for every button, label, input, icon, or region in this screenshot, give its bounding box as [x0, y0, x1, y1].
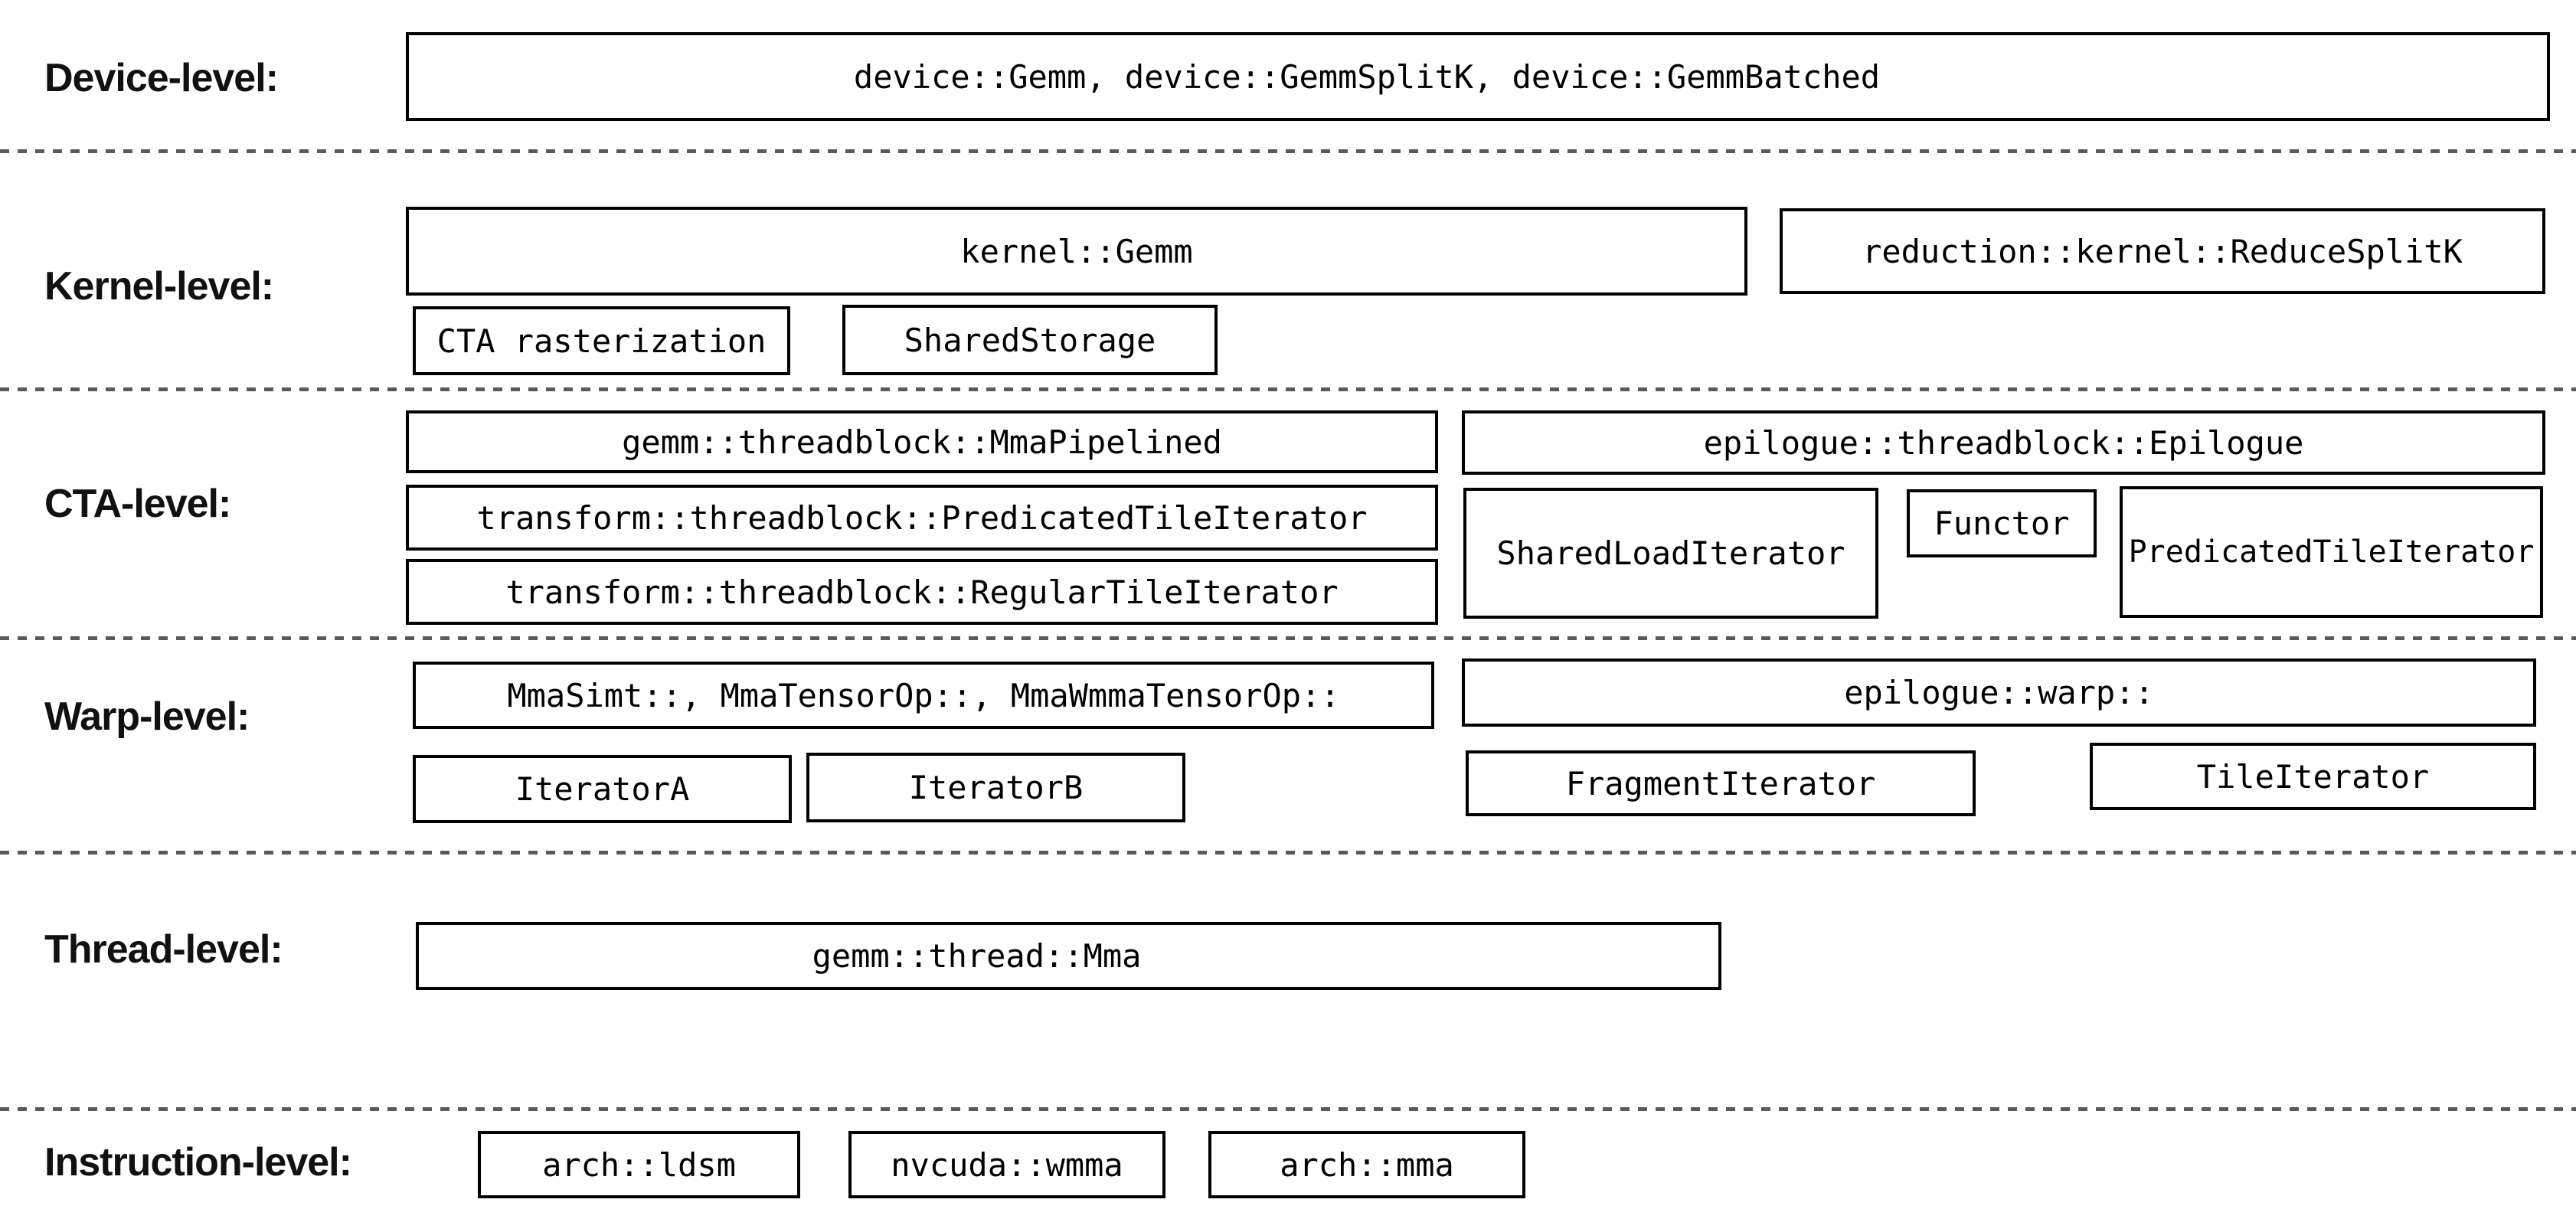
row-separator-device-kernel [0, 149, 2576, 153]
box-shared-load-iterator: SharedLoadIterator [1463, 488, 1878, 619]
row-separator-kernel-cta [0, 387, 2576, 391]
box-arch-mma: arch::mma [1208, 1131, 1525, 1198]
box-tile-iterator: TileIterator [2090, 743, 2536, 810]
row-label-thread-level: Thread-level: [44, 927, 283, 972]
row-label-cta-level: CTA-level: [44, 482, 231, 526]
box-device-gemm: device::Gemm, device::GemmSplitK, device… [406, 32, 2550, 121]
row-separator-thread-instruction [0, 1107, 2576, 1111]
box-gemm-thread-mma: gemm::thread::Mma [416, 922, 1721, 990]
row-separator-warp-thread [0, 851, 2576, 855]
box-arch-ldsm: arch::ldsm [478, 1131, 800, 1198]
box-fragment-iterator: FragmentIterator [1466, 750, 1976, 816]
box-epilogue-threadblock-epilogue: epilogue::threadblock::Epilogue [1462, 410, 2545, 475]
row-label-warp-level: Warp-level: [44, 694, 250, 739]
box-nvcuda-wmma: nvcuda::wmma [848, 1131, 1165, 1198]
box-kernel-gemm: kernel::Gemm [406, 207, 1747, 296]
box-functor: Functor [1907, 489, 2097, 557]
row-label-instruction-level: Instruction-level: [44, 1140, 352, 1185]
box-reduction-kernel-reduce-splitk: reduction::kernel::ReduceSplitK [1780, 208, 2545, 294]
box-cta-rasterization: CTA rasterization [413, 306, 790, 375]
box-epilogue-predicated-tile-iterator: PredicatedTileIterator [2120, 486, 2543, 618]
box-warp-mma-variants: MmaSimt::, MmaTensorOp::, MmaWmmaTensorO… [413, 662, 1434, 729]
box-gemm-threadblock-mma-pipelined: gemm::threadblock::MmaPipelined [406, 410, 1438, 473]
box-transform-threadblock-predicated-tile-iterator: transform::threadblock::PredicatedTileIt… [406, 485, 1438, 551]
row-label-kernel-level: Kernel-level: [44, 264, 274, 309]
box-epilogue-warp: epilogue::warp:: [1462, 659, 2536, 727]
box-transform-threadblock-regular-tile-iterator: transform::threadblock::RegularTileItera… [406, 559, 1438, 625]
row-separator-cta-warp [0, 636, 2576, 640]
box-iterator-b: IteratorB [806, 753, 1185, 822]
box-iterator-a: IteratorA [413, 755, 792, 823]
box-shared-storage: SharedStorage [842, 305, 1218, 375]
row-label-device-level: Device-level: [44, 56, 279, 100]
